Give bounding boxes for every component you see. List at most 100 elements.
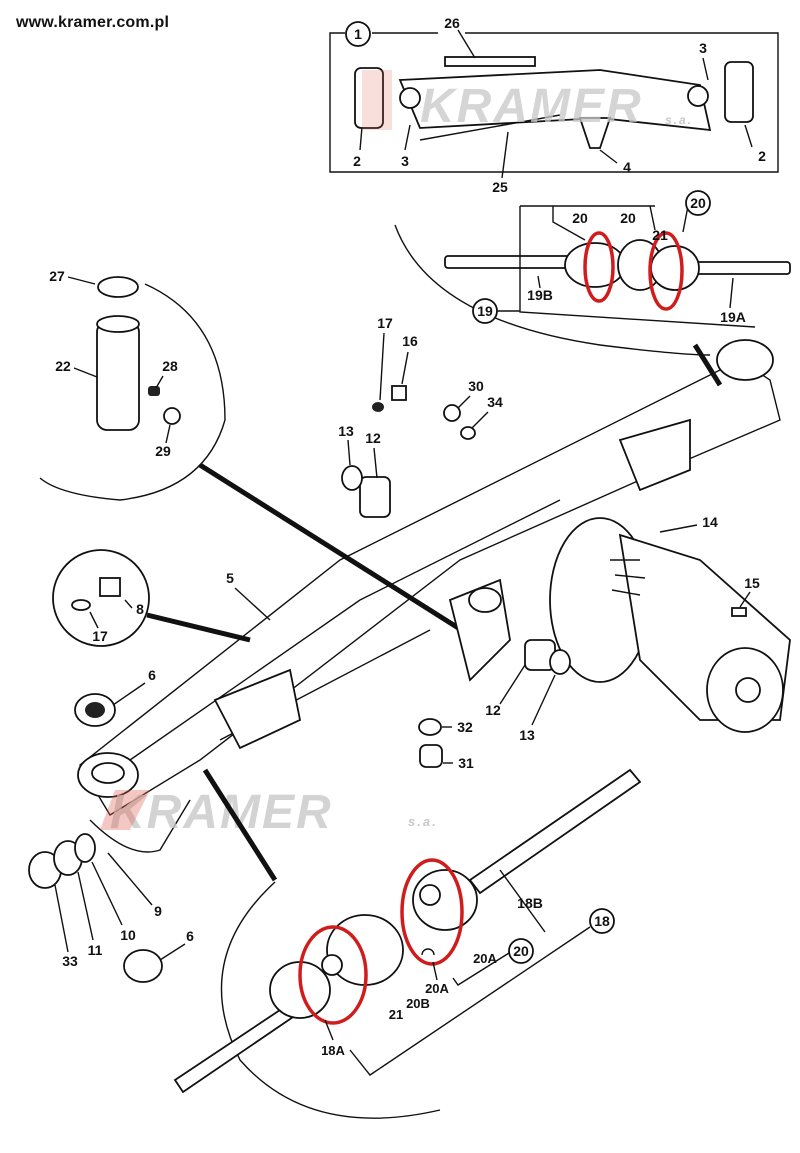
callout: 28	[162, 358, 178, 374]
washer	[163, 407, 181, 425]
callout: 13	[338, 423, 354, 439]
subgroup-badge	[685, 190, 711, 216]
callout: 20	[572, 210, 588, 226]
inset-halfshaft-19: 20 19 20 20 21 19B 19A	[394, 190, 791, 387]
seal	[341, 465, 363, 491]
group-badge	[589, 908, 615, 934]
pivot-pin	[96, 321, 140, 431]
callout: 12	[365, 430, 381, 446]
tie-rod	[419, 114, 561, 141]
shaft-inner	[468, 768, 642, 895]
callout: 12	[485, 702, 501, 718]
group-badge	[345, 21, 371, 47]
seal	[549, 649, 571, 675]
highlight-ujoint	[648, 231, 684, 311]
callout: 9	[154, 903, 162, 919]
callout: 19B	[527, 287, 553, 303]
group-label: 1	[354, 26, 362, 42]
callout: 17	[377, 315, 393, 331]
callout: 20B	[406, 996, 430, 1011]
watermark-suffix: s.a.	[665, 113, 693, 127]
washer	[418, 718, 442, 736]
callout: 33	[62, 953, 78, 969]
bushing	[359, 476, 391, 518]
callout: 14	[702, 514, 718, 530]
washer	[460, 426, 476, 440]
callout: 4	[623, 159, 631, 175]
callout: 2	[353, 153, 361, 169]
highlight-ujoint	[400, 858, 464, 966]
callout: 25	[492, 179, 508, 195]
callout: 20	[620, 210, 636, 226]
callout: 17	[92, 628, 108, 644]
inset-halfshaft-18: 18 20 18B 20A 20A 20B 21 18A	[173, 768, 642, 1119]
main-callouts: 17 16 30 34 13 12 5 6 14 15 12 13 32	[54, 315, 760, 969]
callout: 22	[55, 358, 71, 374]
inset-arc	[394, 224, 711, 356]
inset-circle	[52, 549, 150, 647]
subgroup-label: 20	[513, 943, 529, 959]
inset-arc	[220, 881, 441, 1119]
callout: 27	[49, 268, 65, 284]
inset-pin: 27 22 28 29	[39, 268, 492, 651]
callout: 34	[487, 394, 503, 410]
callout: 20A	[425, 981, 449, 996]
yoke-outer	[650, 245, 700, 291]
subgroup-badge	[508, 938, 534, 964]
callout: 11	[88, 942, 103, 958]
group-label: 18	[594, 913, 610, 929]
kingpin-right	[687, 85, 709, 107]
callout: 18B	[517, 895, 543, 911]
hub-right	[724, 61, 754, 123]
bolt	[731, 607, 747, 617]
callout: 21	[389, 1007, 403, 1022]
inset-axle-assembly: 1 26 3 3 2 2 25 4 KRAMER s.a.	[329, 15, 779, 195]
adapter-block	[391, 385, 407, 401]
small-parts	[28, 385, 571, 983]
hub-left	[354, 67, 384, 129]
main-watermark: KRAMER s.a.	[100, 786, 438, 839]
callout: 2	[758, 148, 766, 164]
grease-nipple	[148, 386, 160, 396]
callout: 16	[402, 333, 418, 349]
callout: 26	[444, 15, 460, 31]
callout: 19A	[720, 309, 746, 325]
leader-bar	[202, 768, 278, 882]
circlip	[421, 948, 435, 956]
kingpin-left	[399, 87, 421, 109]
nipple	[71, 599, 91, 611]
callout: 6	[148, 667, 156, 683]
watermark-suffix: s.a.	[408, 814, 438, 829]
housing-rib	[213, 668, 302, 750]
differential	[549, 517, 791, 733]
watermark-accent	[100, 790, 150, 830]
ring	[74, 833, 96, 863]
plug	[419, 744, 443, 768]
callout: 30	[468, 378, 484, 394]
bearing	[123, 949, 163, 983]
housing-outline	[79, 359, 781, 816]
inset-grease: 8 17	[52, 549, 251, 647]
callout: 6	[186, 928, 194, 944]
plug	[443, 404, 461, 422]
callout: 8	[136, 601, 144, 617]
callout: 29	[155, 443, 171, 459]
cross-cap	[419, 884, 441, 906]
callout: 3	[401, 153, 409, 169]
adapter-block	[99, 577, 121, 597]
watermark-brand: KRAMER	[420, 80, 643, 133]
callout: 13	[519, 727, 535, 743]
callout: 3	[699, 40, 707, 56]
leader-bar	[146, 612, 251, 643]
shaft-inner	[444, 255, 576, 269]
callout: 32	[457, 719, 473, 735]
leader-bar	[692, 343, 723, 387]
group-label: 19	[477, 303, 493, 319]
inset-arc	[39, 283, 226, 501]
callout: 15	[744, 575, 760, 591]
axle-beam	[398, 69, 712, 132]
pivot-eye	[716, 339, 774, 381]
axle-housing	[77, 339, 781, 853]
yoke-inner	[564, 242, 626, 288]
